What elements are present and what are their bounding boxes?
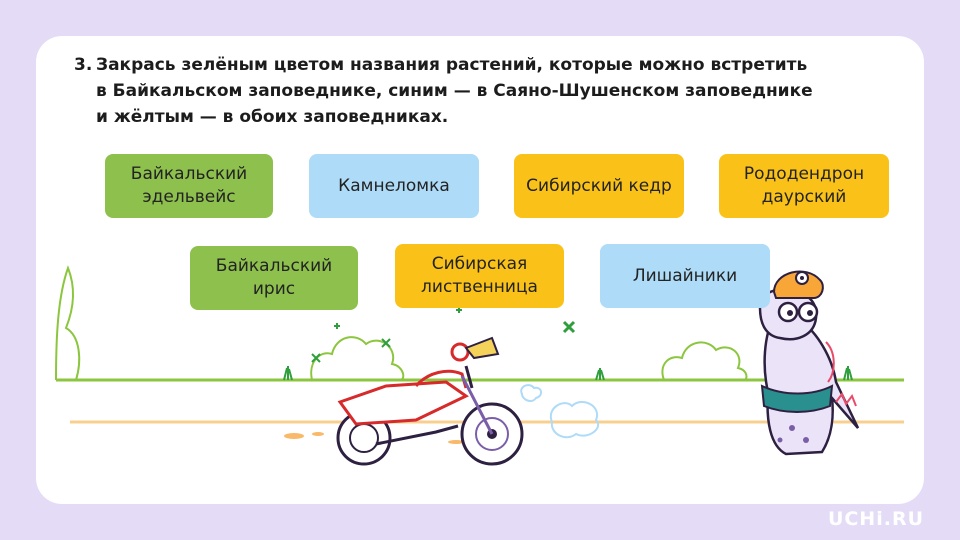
task-line-2: в Байкальском заповеднике, синим — в Сая… (96, 81, 813, 101)
card-siberian-larch[interactable]: Сибирская лиственница (395, 244, 564, 308)
task-line-1: Закрась зелёным цветом названия растений… (96, 55, 808, 75)
puddle-1 (284, 433, 304, 439)
plant-left (55, 265, 81, 381)
card-label: Камнеломка (338, 175, 450, 196)
puddle-2 (312, 432, 324, 436)
card-siberian-cedar[interactable]: Сибирский кедр (514, 154, 684, 218)
grass-tuft-3 (843, 366, 853, 381)
bush-center (310, 336, 405, 381)
dino-character (758, 270, 860, 456)
card-lichens[interactable]: Лишайники (600, 244, 770, 308)
bush-right (661, 341, 748, 381)
sparkle-4 (562, 320, 576, 334)
card-saxifrage[interactable]: Камнеломка (309, 154, 479, 218)
card-label: Байкальский ирис (215, 256, 333, 299)
card-label: Сибирская лиственница (421, 254, 538, 297)
sparkle-2 (381, 338, 391, 348)
card-label: Сибирский кедр (526, 175, 672, 196)
grass-tuft-1 (283, 366, 293, 381)
smoke-puff-2 (520, 384, 542, 402)
card-baikal-iris[interactable]: Байкальский ирис (190, 246, 358, 310)
puddle-3 (448, 440, 464, 444)
card-baikal-edelweiss[interactable]: Байкальский эдельвейс (105, 154, 273, 218)
uchi-logo: UCHi.RU (827, 508, 924, 530)
grass-tuft-2 (595, 368, 605, 381)
sparkle-3 (456, 307, 462, 313)
smoke-puff-1 (549, 401, 599, 439)
task-line-3: и жёлтым — в обоих заповедниках. (96, 107, 449, 127)
card-rhododendron-dauricum[interactable]: Рододендрон даурский (719, 154, 889, 218)
task-text: 3. Закрась зелёным цветом названия расте… (74, 52, 894, 130)
sparkle-1 (334, 323, 340, 329)
task-card: 3. Закрась зелёным цветом названия расте… (36, 36, 924, 504)
task-number: 3. (74, 55, 93, 75)
illustration-scene (55, 265, 904, 466)
card-label: Рододендрон даурский (743, 164, 865, 207)
motorcycle-illustration (336, 336, 524, 466)
card-label: Байкальский эдельвейс (130, 164, 248, 207)
sparkle-5 (311, 353, 321, 363)
card-label: Лишайники (632, 265, 738, 286)
